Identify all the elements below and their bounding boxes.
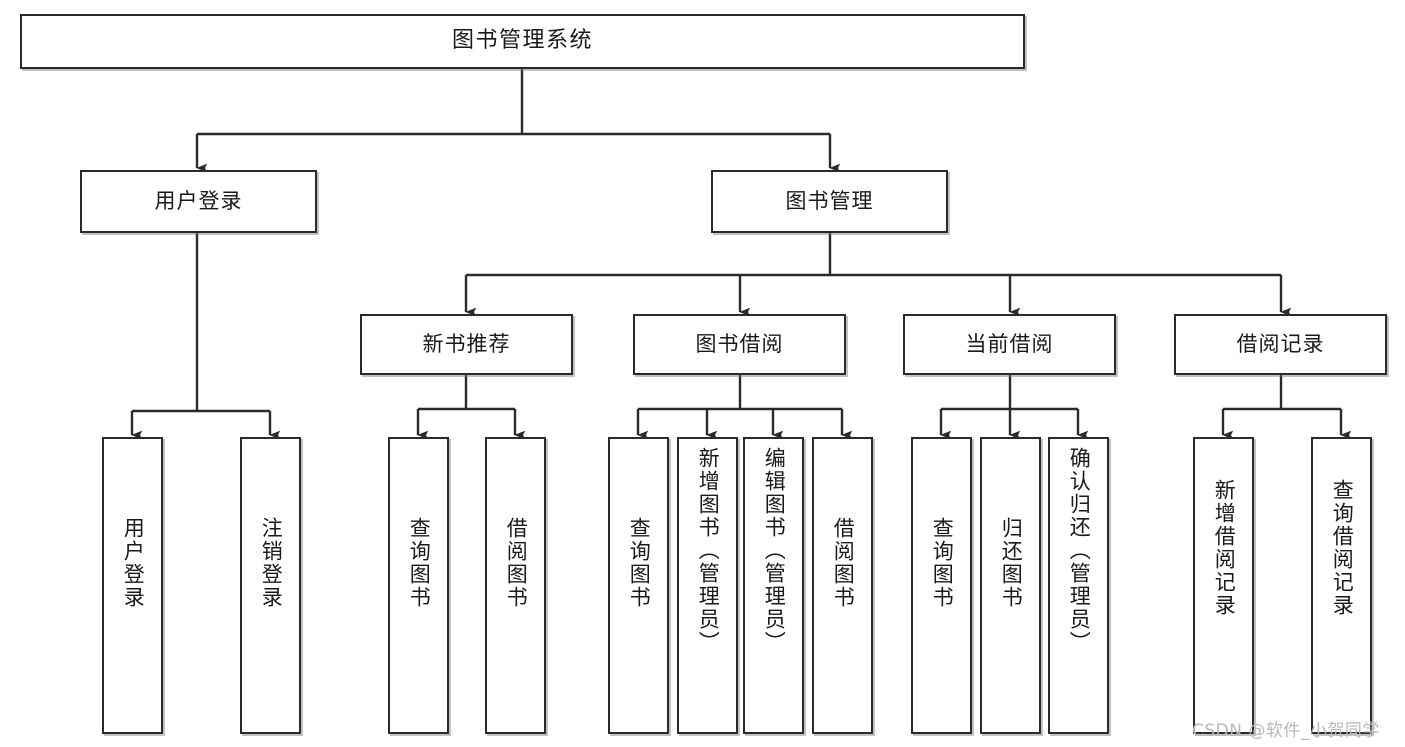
leaf-query-book-c[interactable]: 查询图书 (911, 437, 972, 734)
leaf-query-borrow-record[interactable]: 查询借阅记录 (1311, 437, 1372, 734)
leaf-add-borrow-record[interactable]: 新增借阅记录 (1193, 437, 1254, 734)
leaf-query-book-b[interactable]: 查询图书 (608, 437, 669, 734)
leaf-logout-label: 注销登录 (259, 517, 284, 609)
leaf-user-login-label: 用户登录 (121, 517, 146, 609)
node-root[interactable]: 图书管理系统 (20, 14, 1025, 69)
node-current-borrow[interactable]: 当前借阅 (903, 314, 1116, 375)
node-book-management[interactable]: 图书管理 (711, 170, 948, 233)
node-root-label: 图书管理系统 (451, 28, 593, 54)
leaf-return-book[interactable]: 归还图书 (980, 437, 1041, 734)
leaf-borrow-book-b[interactable]: 借阅图书 (812, 437, 873, 734)
leaf-user-login[interactable]: 用户登录 (102, 437, 163, 734)
watermark: CSDN @软件_小贺同学 (1192, 721, 1380, 741)
leaf-confirm-return[interactable]: 确认归还（管理员） (1048, 437, 1109, 734)
node-user-login[interactable]: 用户登录 (80, 170, 317, 233)
leaf-edit-book[interactable]: 编辑图书（管理员） (743, 437, 804, 734)
node-book-borrow-label: 图书借阅 (695, 331, 784, 356)
leaf-logout[interactable]: 注销登录 (240, 437, 301, 734)
leaf-query-book-a-label: 查询图书 (407, 517, 432, 609)
node-borrow-record-label: 借阅记录 (1236, 331, 1325, 356)
leaf-query-book-c-label: 查询图书 (930, 517, 955, 609)
leaf-query-book-b-label: 查询图书 (627, 517, 652, 609)
node-new-book-recommend-label: 新书推荐 (422, 331, 511, 356)
node-current-borrow-label: 当前借阅 (965, 331, 1054, 356)
node-book-management-label: 图书管理 (785, 188, 874, 213)
leaf-add-book[interactable]: 新增图书（管理员） (677, 437, 738, 734)
leaf-query-borrow-record-label: 查询借阅记录 (1330, 479, 1355, 617)
leaf-edit-book-label: 编辑图书（管理员） (762, 447, 787, 654)
leaf-return-book-label: 归还图书 (999, 517, 1024, 609)
leaf-add-book-label: 新增图书（管理员） (696, 447, 721, 654)
leaf-confirm-return-label: 确认归还（管理员） (1067, 447, 1092, 654)
leaf-add-borrow-record-label: 新增借阅记录 (1212, 479, 1237, 617)
leaf-query-book-a[interactable]: 查询图书 (388, 437, 449, 734)
node-new-book-recommend[interactable]: 新书推荐 (360, 314, 573, 375)
node-book-borrow[interactable]: 图书借阅 (633, 314, 846, 375)
node-borrow-record[interactable]: 借阅记录 (1174, 314, 1387, 375)
leaf-borrow-book-a[interactable]: 借阅图书 (485, 437, 546, 734)
node-user-login-label: 用户登录 (154, 188, 243, 213)
leaf-borrow-book-b-label: 借阅图书 (831, 517, 856, 609)
leaf-borrow-book-a-label: 借阅图书 (504, 517, 529, 609)
